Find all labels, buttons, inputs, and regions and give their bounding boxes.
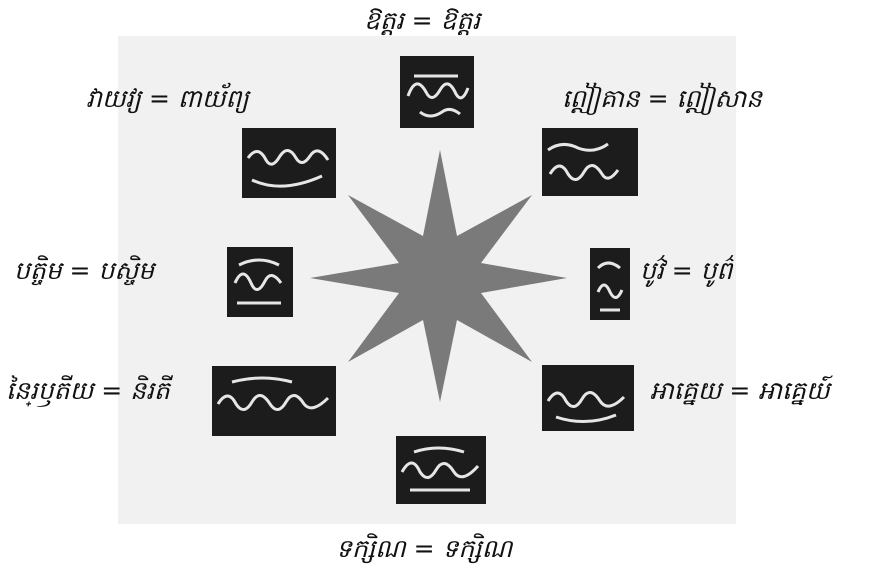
label-west: បត្ចិម = បស្ចិម [14,258,154,283]
label-northeast: ឦៀគាន = ឦៀសាន [562,86,762,111]
inscription-southeast [542,365,634,431]
label-south: ទក្សិណ = ទក្សិណ [336,536,512,561]
label-northwest: វាយវ្យ = ពាយ័ព្យ [86,86,249,111]
label-north: ឱត្តរ = ឱត្តរ [364,8,480,33]
inscription-southwest [212,366,336,436]
inscription-northwest [242,128,336,198]
label-southwest: នៃរ្ឫតីយ = និរតី [6,378,170,403]
inscription-north [400,56,474,128]
inscription-south [396,436,486,504]
label-southeast: អាគ្នេយ = អាគ្នេយ៍ [650,378,830,403]
label-east: បូវ៌ = បូព៌ [640,258,732,283]
inscription-east [590,248,630,320]
inscription-northeast [542,128,638,196]
inscription-west [227,247,293,317]
